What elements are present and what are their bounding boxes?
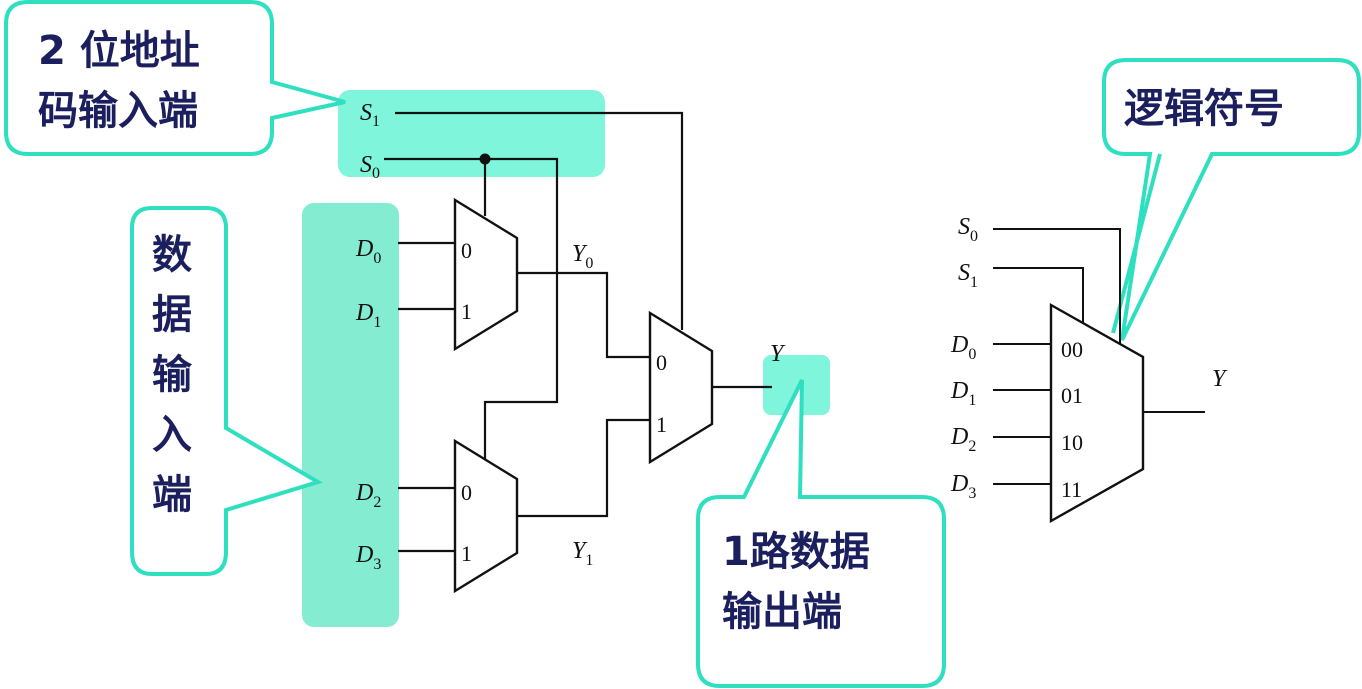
- symbol-label-d3: D3: [950, 471, 976, 502]
- mux-lower: [453, 438, 519, 594]
- data-input-char3: 输: [152, 352, 193, 398]
- data-input-callout: [130, 206, 323, 576]
- mux-upper-input-0: 0: [461, 238, 472, 263]
- label-d3: D3: [355, 542, 381, 573]
- symbol-code-00: 00: [1061, 337, 1083, 362]
- symbol-s1-wire: [993, 267, 1084, 324]
- data-input-char5: 端: [152, 472, 192, 518]
- data-output-line2: 输出端: [722, 589, 842, 635]
- mux-upper-input-1: 1: [461, 299, 472, 324]
- symbol-s0-wire: [993, 228, 1121, 345]
- label-d0: D0: [355, 236, 381, 267]
- label-s0: S0: [360, 152, 380, 182]
- data-input-highlight: [302, 203, 399, 627]
- mux-final-input-1: 1: [656, 412, 667, 437]
- mux-lower-input-1: 1: [461, 541, 472, 566]
- y0-wire: [517, 271, 650, 359]
- symbol-code-11: 11: [1061, 477, 1082, 502]
- s0-junction-dot: [479, 153, 491, 165]
- symbol-label-s0: S0: [958, 214, 978, 245]
- symbol-label-d1: D1: [950, 378, 976, 409]
- symbol-code-01: 01: [1061, 383, 1083, 408]
- mux-upper: [453, 197, 519, 352]
- data-input-char2: 据: [152, 292, 192, 338]
- y1-wire: [517, 418, 650, 518]
- data-input-char4: 入: [152, 412, 192, 458]
- label-y: Y: [770, 341, 786, 367]
- address-input-callout: [4, 0, 346, 156]
- symbol-mux: [1049, 302, 1145, 524]
- mux-lower-input-0: 0: [461, 480, 472, 505]
- output-highlight: [763, 355, 830, 415]
- logic-symbol-callout: [1102, 58, 1361, 341]
- data-output-callout: [696, 379, 946, 688]
- symbol-code-10: 10: [1061, 430, 1083, 455]
- data-output-line1: 1路数据: [722, 529, 870, 575]
- mux-final-input-0: 0: [656, 350, 667, 375]
- symbol-label-s1: S1: [958, 260, 978, 291]
- symbol-label-d0: D0: [950, 332, 976, 363]
- address-input-line1: 2 位地址: [38, 28, 200, 74]
- label-y1: Y1: [572, 538, 593, 569]
- address-input-line2: 码输入端: [38, 88, 198, 134]
- s0-wire: [384, 157, 559, 464]
- s1-wire: [395, 111, 684, 330]
- select-highlight: [338, 90, 605, 177]
- logic-symbol-label: 逻辑符号: [1124, 86, 1284, 132]
- label-s1: S1: [360, 100, 380, 130]
- label-d1: D1: [355, 300, 381, 331]
- label-d2: D2: [355, 480, 381, 511]
- mux-final: [648, 310, 714, 465]
- symbol-label-d2: D2: [950, 424, 976, 455]
- label-y0: Y0: [572, 241, 593, 272]
- data-input-char1: 数: [152, 232, 192, 278]
- symbol-label-y: Y: [1212, 366, 1228, 392]
